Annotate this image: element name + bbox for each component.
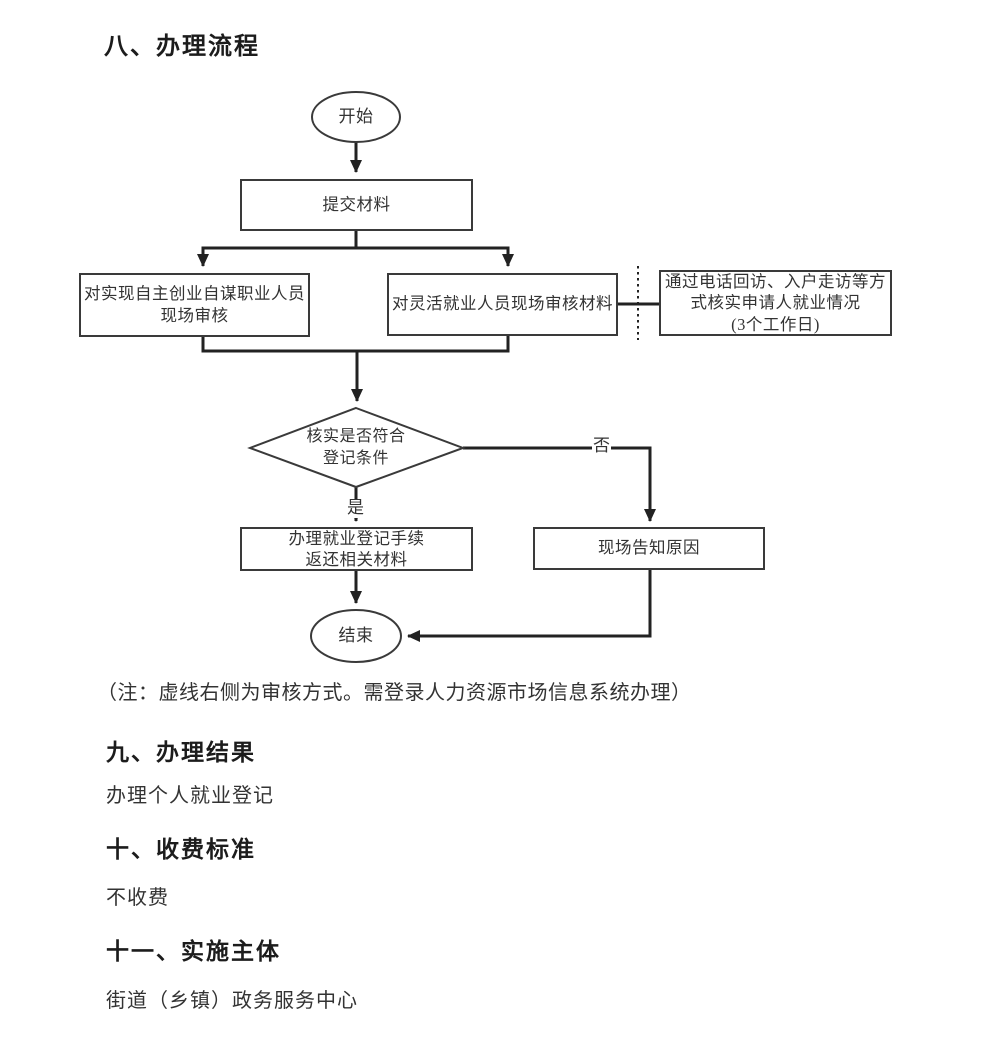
flow-node-inform-reason: 现场告知原因	[533, 527, 765, 570]
section-8-heading: 八、办理流程	[104, 32, 260, 60]
branch-label-no: 否	[592, 436, 611, 456]
flowchart-note: （注：虚线右侧为审核方式。需登录人力资源市场信息系统办理）	[97, 682, 692, 704]
flow-node-end: 结束	[338, 625, 374, 645]
flow-node-start: 开始	[338, 106, 374, 126]
start-oval	[311, 91, 401, 143]
section-11-heading: 十一、实施主体	[106, 939, 281, 965]
flow-node-register-employment: 办理就业登记手续 返还相关材料	[240, 527, 473, 571]
section-9-heading: 九、办理结果	[106, 740, 256, 766]
decision-diamond	[247, 406, 466, 489]
section-11-body: 街道（乡镇）政务服务中心	[106, 990, 358, 1012]
flow-node-decision: 核实是否符合 登记条件	[306, 428, 406, 467]
flow-node-self-employed-review: 对实现自主创业自谋职业人员 现场审核	[79, 273, 310, 337]
branch-label-yes: 是	[346, 498, 365, 518]
flow-node-flexible-employment-review: 对灵活就业人员现场审核材料	[387, 273, 618, 336]
section-10-body: 不收费	[106, 887, 169, 909]
end-oval	[310, 609, 402, 663]
section-9-body: 办理个人就业登记	[106, 785, 274, 807]
flow-node-verification-method: 通过电话回访、入户走访等方 式核实申请人就业情况 (3个工作日)	[659, 270, 892, 336]
flow-node-submit-materials: 提交材料	[240, 179, 473, 231]
section-10-heading: 十、收费标准	[106, 837, 256, 863]
